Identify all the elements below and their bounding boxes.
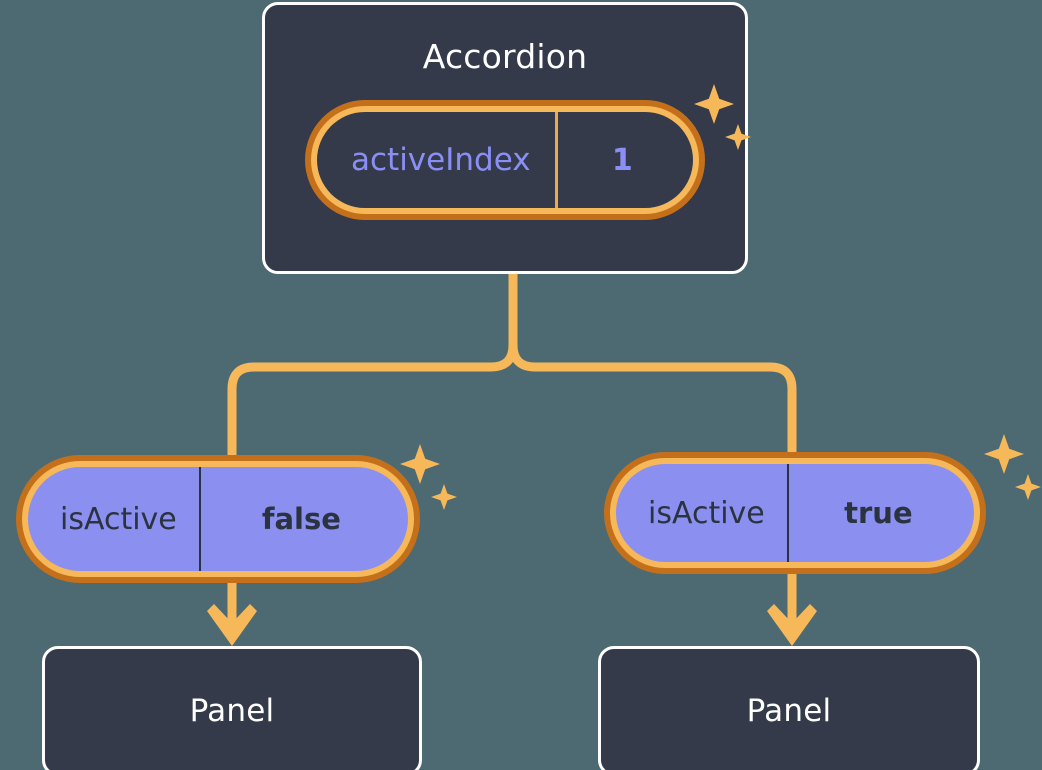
sparkle-small-icon	[1015, 474, 1041, 500]
connector-fork-right	[508, 344, 797, 458]
pill-ring: isActive false	[22, 461, 414, 577]
prop-key-label: isActive	[648, 495, 765, 531]
arrow-head-right	[767, 604, 817, 646]
prop-pill-is-active-left[interactable]: isActive false	[16, 455, 420, 583]
component-card-panel-left[interactable]: Panel	[42, 646, 422, 770]
state-key-label: activeIndex	[351, 142, 531, 178]
prop-pill-is-active-right[interactable]: isActive true	[604, 452, 986, 574]
state-pill-active-index[interactable]: activeIndex 1	[305, 100, 705, 220]
prop-value-label: true	[786, 464, 974, 562]
sparkle-small-icon	[431, 484, 457, 510]
component-card-panel-right[interactable]: Panel	[598, 646, 980, 770]
pill-body: activeIndex 1	[317, 112, 693, 208]
connector-fork-left	[227, 344, 518, 460]
component-title: Accordion	[422, 37, 588, 76]
component-title: Panel	[746, 693, 832, 729]
prop-key-label: isActive	[60, 501, 177, 537]
prop-value-label: false	[198, 467, 408, 571]
pill-body: isActive false	[28, 467, 408, 571]
sparkle-large-icon	[400, 444, 440, 484]
pill-ring: isActive true	[610, 458, 980, 568]
sparkle-large-icon	[984, 434, 1024, 474]
pill-ring: activeIndex 1	[311, 106, 699, 214]
sparkle-icon	[984, 434, 1041, 500]
pill-body: isActive true	[616, 464, 974, 562]
component-title: Panel	[189, 693, 275, 729]
state-value-label: 1	[554, 112, 693, 208]
arrow-head-left	[207, 604, 257, 646]
